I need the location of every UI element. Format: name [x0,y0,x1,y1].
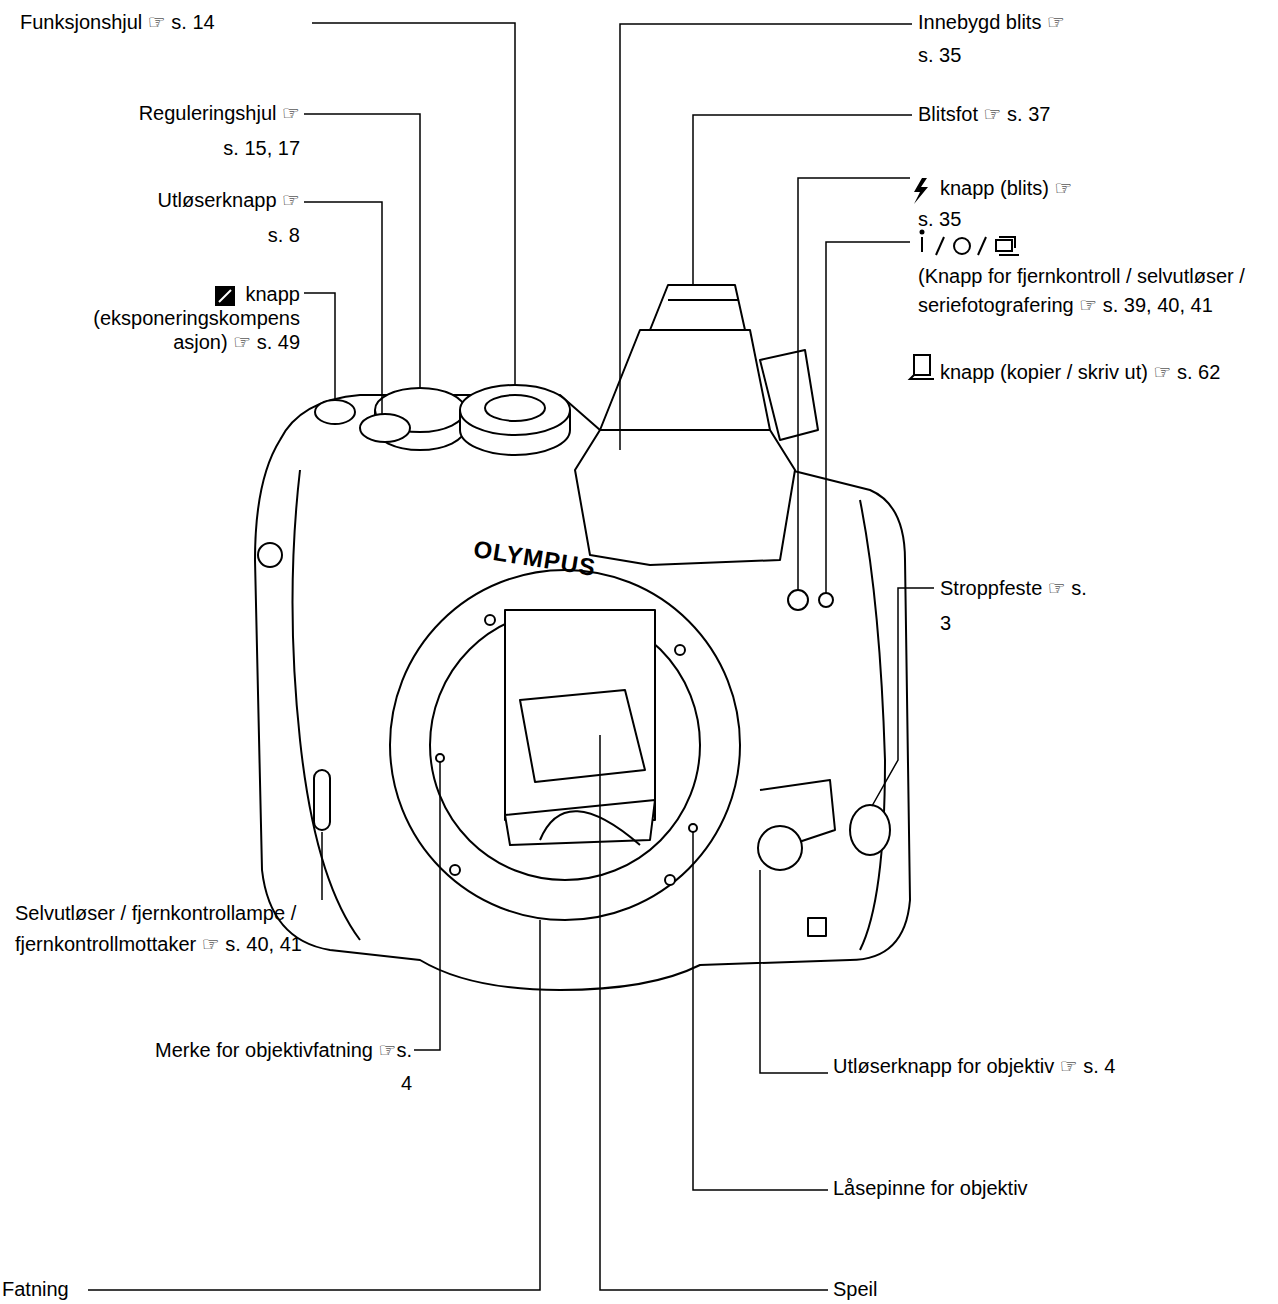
part-label: Reguleringshjul ☞ s. 15, 17 [130,96,300,166]
part-label: Merke for objektivfatning ☞s. 4 [140,1034,412,1100]
part-label: Funksjonshjul ☞ s. 14 [20,6,310,39]
part-label: Innebygd blits ☞ s. 35 [918,6,1068,72]
part-label: Blitsfot ☞ s. 37 [918,98,1178,131]
part-label: Fatning [2,1273,92,1304]
part-label: knapp (eksponeringskompens asjon) ☞ s. 4… [70,282,300,354]
part-label: Utløserknapp for objektiv ☞ s. 4 [833,1050,1133,1083]
part-label: knapp (kopier / skriv ut) ☞ s. 62 [918,357,1268,388]
part-label: Selvutløser / fjernkontrollampe / fjernk… [15,898,435,960]
part-label: Utløserknapp ☞ s. 8 [150,183,300,253]
part-label: Låsepinne for objektiv [833,1172,1133,1205]
part-label: Speil [833,1273,933,1304]
part-label: (Knapp for fjernkontroll / selvutløser /… [918,262,1268,320]
part-label: knapp (blits) ☞ s. 35 [918,173,1078,235]
part-label: Stroppfeste ☞ s. 3 [940,571,1090,641]
